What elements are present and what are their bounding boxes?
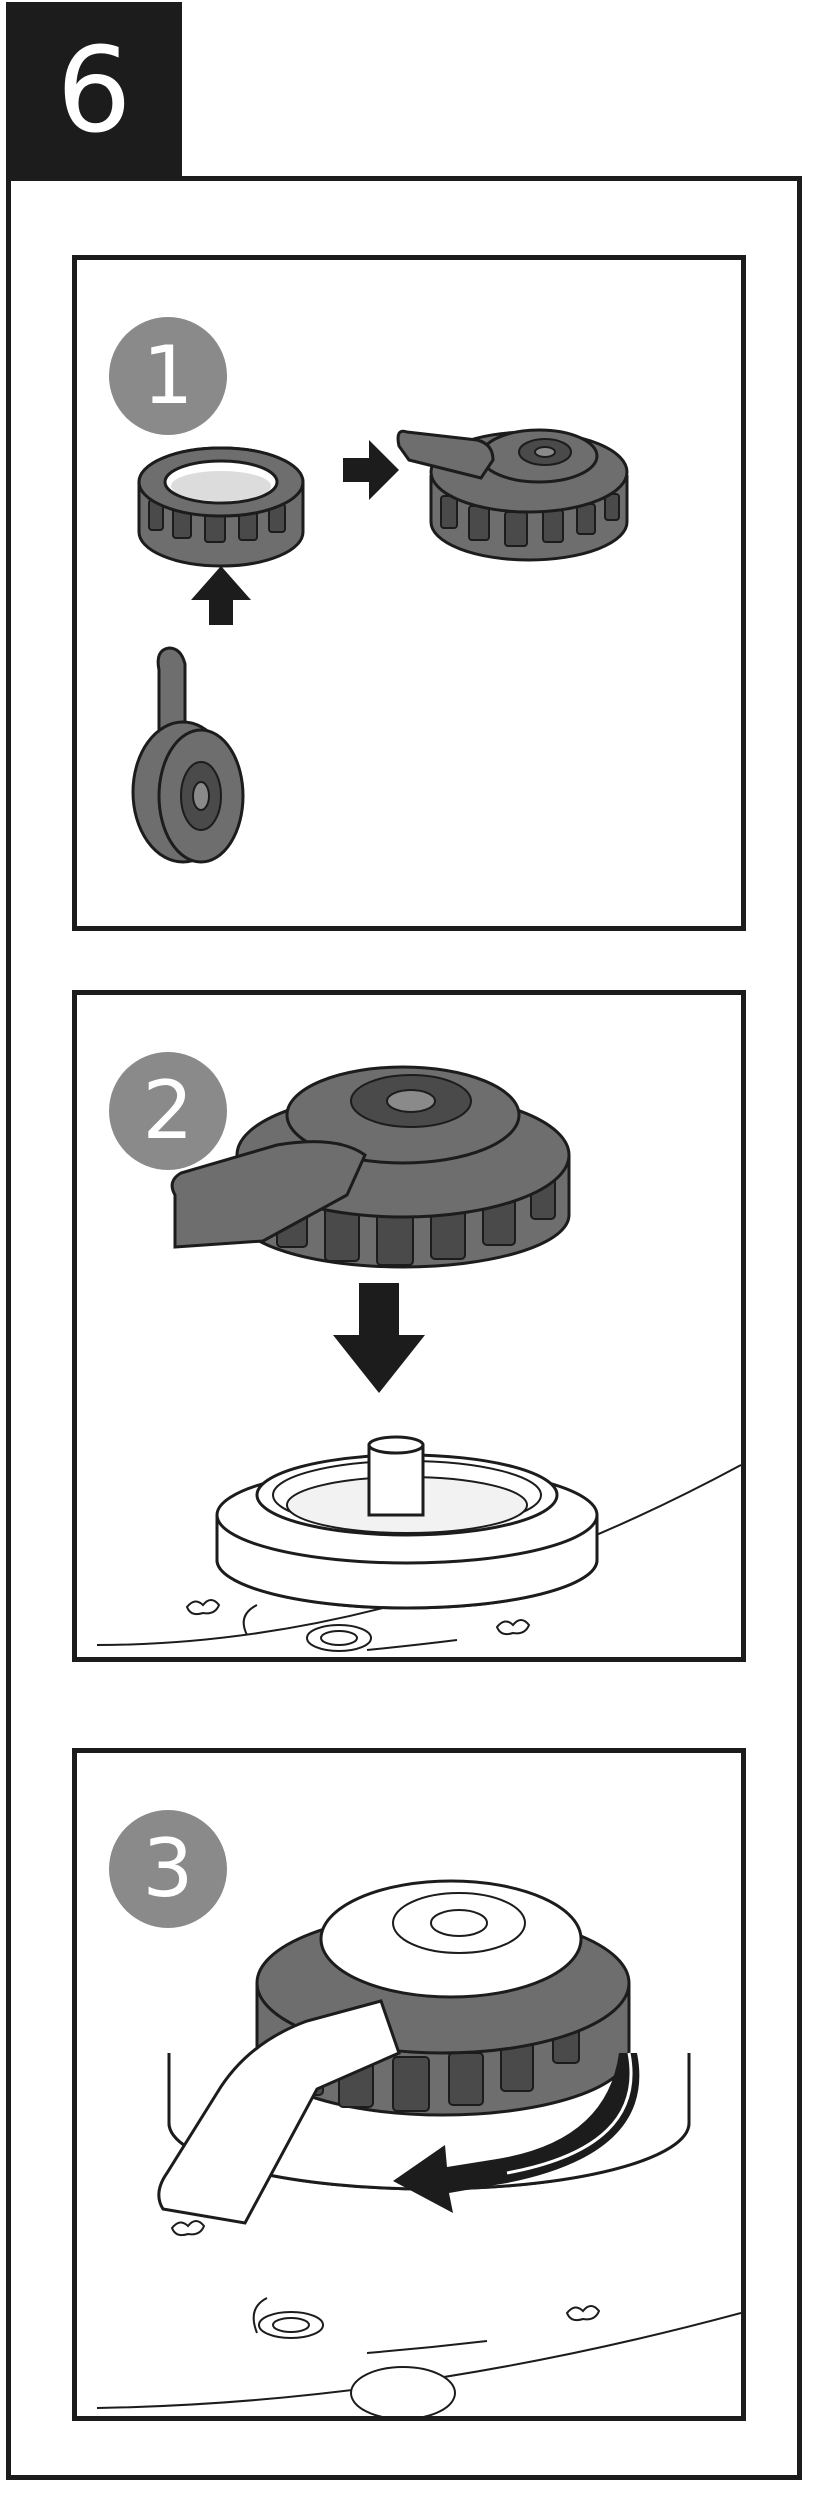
panel-number-3: 3 — [142, 1822, 194, 1915]
panel-2-illustration — [96, 1065, 741, 1652]
steam-icon — [185, 1599, 531, 1636]
pressure-valve-illustration — [157, 1879, 631, 2225]
valve-lever-illustration — [131, 646, 245, 864]
lid-marking-icon — [258, 2311, 324, 2339]
arrow-up-icon — [191, 566, 251, 625]
panel-number-1: 1 — [142, 329, 194, 422]
step-number: 6 — [56, 21, 132, 159]
valve-ring-illustration — [137, 446, 305, 568]
panel-number-badge-1: 1 — [109, 317, 227, 435]
cooker-lid-outline — [96, 1435, 741, 1651]
instruction-panel-2: 2 — [72, 990, 746, 1662]
curved-arrow-icon — [393, 2052, 640, 2213]
arrow-right-icon — [343, 440, 399, 500]
arrow-down-icon — [333, 1283, 425, 1393]
panel-1-illustration — [131, 428, 629, 864]
assembled-valve-illustration — [396, 428, 629, 562]
instruction-panel-3: 3 — [72, 1748, 746, 2421]
instruction-panel-1: 1 — [72, 255, 746, 931]
pressure-valve-illustration — [170, 1065, 571, 1269]
panel-3-illustration — [96, 1879, 741, 2416]
panel-number-badge-3: 3 — [109, 1810, 227, 1928]
step-number-tab: 6 — [6, 2, 182, 178]
instruction-frame — [6, 176, 802, 2480]
lid-marking-icon — [306, 1624, 372, 1652]
panel-number-badge-2: 2 — [109, 1052, 227, 1170]
panel-number-2: 2 — [142, 1064, 194, 1157]
steam-icon — [170, 2220, 601, 2322]
